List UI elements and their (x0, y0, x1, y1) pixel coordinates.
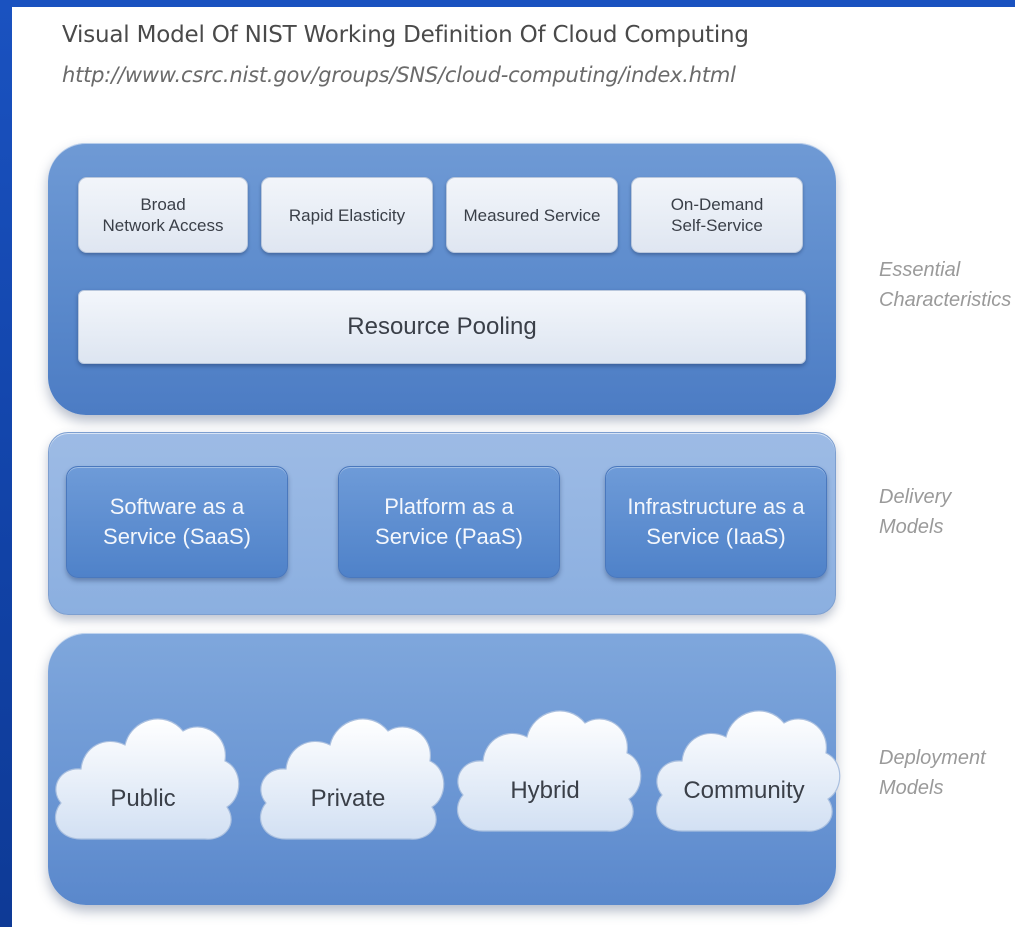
private-label: Private (310, 785, 386, 812)
iaas-box: Infrastructure as a Service (IaaS) (605, 466, 827, 578)
essential-characteristics-layer: Broad Network Access Rapid Elasticity Me… (48, 143, 836, 415)
private-cloud: Private (248, 689, 448, 859)
delivery-models-layer: Software as a Service (SaaS) Platform as… (48, 432, 836, 615)
hybrid-label: Hybrid (510, 777, 580, 804)
essential-characteristics-label: Essential Characteristics (879, 259, 1012, 311)
cloud-icon (54, 718, 240, 840)
diagram-title: Visual Model Of NIST Working Definition … (62, 22, 749, 48)
measured-service-box: Measured Service (446, 177, 618, 253)
diagram-canvas: Visual Model Of NIST Working Definition … (12, 7, 1015, 927)
public-cloud: Public (43, 689, 243, 859)
resource-pooling-box: Resource Pooling (78, 290, 806, 364)
broad-network-access-box: Broad Network Access (78, 177, 248, 253)
public-label: Public (110, 785, 176, 812)
cloud-icon (655, 710, 841, 832)
deployment-models-layer: Public Private (48, 633, 841, 905)
community-label: Community (683, 777, 805, 804)
hybrid-cloud: Hybrid (445, 681, 645, 851)
cloud-icon (456, 710, 642, 832)
delivery-models-label: Delivery Models (879, 486, 952, 538)
saas-box: Software as a Service (SaaS) (66, 466, 288, 578)
deployment-models-label: Deployment Models (879, 747, 986, 799)
paas-box: Platform as a Service (PaaS) (338, 466, 560, 578)
on-demand-self-service-box: On-Demand Self-Service (631, 177, 803, 253)
cloud-icon (259, 718, 445, 840)
community-cloud: Community (644, 681, 844, 851)
rapid-elasticity-box: Rapid Elasticity (261, 177, 433, 253)
source-url: http://www.csrc.nist.gov/groups/SNS/clou… (62, 63, 736, 87)
